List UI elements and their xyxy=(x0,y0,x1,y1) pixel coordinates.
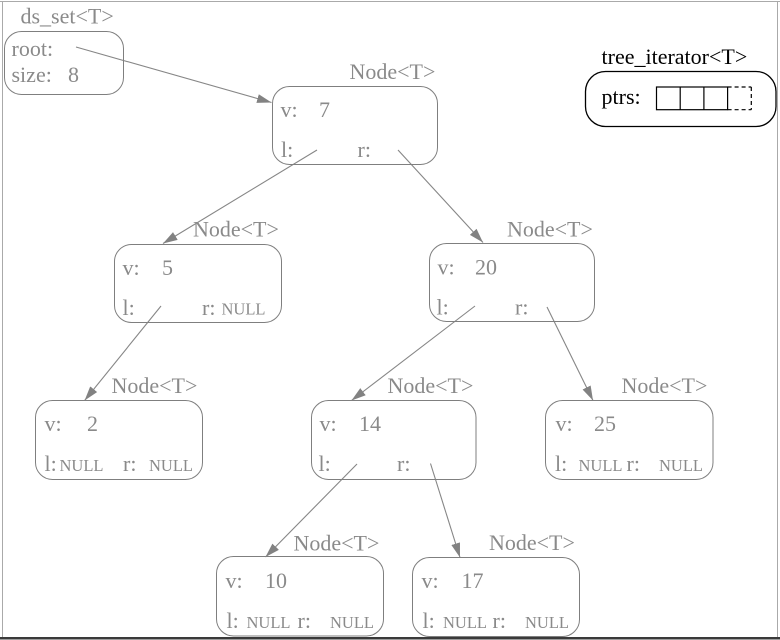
svg-text:NULL: NULL xyxy=(659,456,703,475)
svg-text:Node<T>: Node<T> xyxy=(489,530,575,555)
svg-text:l:: l: xyxy=(123,295,135,320)
svg-text:Node<T>: Node<T> xyxy=(622,373,708,398)
svg-text:Node<T>: Node<T> xyxy=(350,59,436,84)
svg-text:NULL: NULL xyxy=(247,613,291,632)
svg-text:NULL: NULL xyxy=(579,456,623,475)
svg-text:l:: l: xyxy=(555,451,567,476)
svg-text:Node<T>: Node<T> xyxy=(112,373,198,398)
svg-text:25: 25 xyxy=(594,411,616,436)
svg-text:l:: l: xyxy=(437,295,449,320)
svg-text:l:: l: xyxy=(227,608,239,633)
svg-text:r:: r: xyxy=(397,451,410,476)
svg-text:l:: l: xyxy=(281,137,293,162)
svg-text:NULL: NULL xyxy=(525,613,569,632)
svg-text:ds_set<T>: ds_set<T> xyxy=(21,4,114,29)
svg-text:7: 7 xyxy=(319,97,330,122)
svg-text:tree_iterator<T>: tree_iterator<T> xyxy=(602,44,748,69)
svg-text:Node<T>: Node<T> xyxy=(193,217,279,242)
svg-text:l:: l: xyxy=(319,451,331,476)
svg-text:root:: root: xyxy=(12,36,54,61)
svg-text:r:: r: xyxy=(202,295,215,320)
svg-text:Node<T>: Node<T> xyxy=(294,531,380,556)
svg-text:r:: r: xyxy=(298,608,311,633)
svg-text:14: 14 xyxy=(359,411,381,436)
svg-text:r:: r: xyxy=(493,608,506,633)
svg-text:5: 5 xyxy=(162,255,173,280)
svg-text:2: 2 xyxy=(87,411,98,436)
svg-text:r:: r: xyxy=(515,295,528,320)
svg-text:Node<T>: Node<T> xyxy=(507,217,593,242)
svg-text:v:: v: xyxy=(438,255,455,280)
svg-text:r:: r: xyxy=(123,451,136,476)
svg-text:v:: v: xyxy=(123,255,140,280)
svg-text:NULL: NULL xyxy=(149,456,193,475)
svg-text:NULL: NULL xyxy=(222,300,266,319)
svg-text:v:: v: xyxy=(320,411,337,436)
svg-text:NULL: NULL xyxy=(330,613,374,632)
svg-text:v:: v: xyxy=(226,568,243,593)
svg-text:v:: v: xyxy=(556,411,573,436)
svg-text:r:: r: xyxy=(627,451,640,476)
svg-text:10: 10 xyxy=(265,568,287,593)
svg-text:v:: v: xyxy=(281,97,298,122)
svg-text:v:: v: xyxy=(422,568,439,593)
svg-text:8: 8 xyxy=(68,62,79,87)
svg-text:NULL: NULL xyxy=(60,456,104,475)
svg-text:NULL: NULL xyxy=(443,613,487,632)
svg-text:Node<T>: Node<T> xyxy=(388,373,474,398)
svg-text:l:: l: xyxy=(423,608,435,633)
svg-text:size:: size: xyxy=(12,62,52,87)
svg-text:l:: l: xyxy=(45,451,57,476)
svg-text:v:: v: xyxy=(45,411,62,436)
svg-text:20: 20 xyxy=(475,255,497,280)
svg-text:17: 17 xyxy=(462,568,484,593)
svg-text:ptrs:: ptrs: xyxy=(602,84,641,109)
svg-text:r:: r: xyxy=(358,137,371,162)
